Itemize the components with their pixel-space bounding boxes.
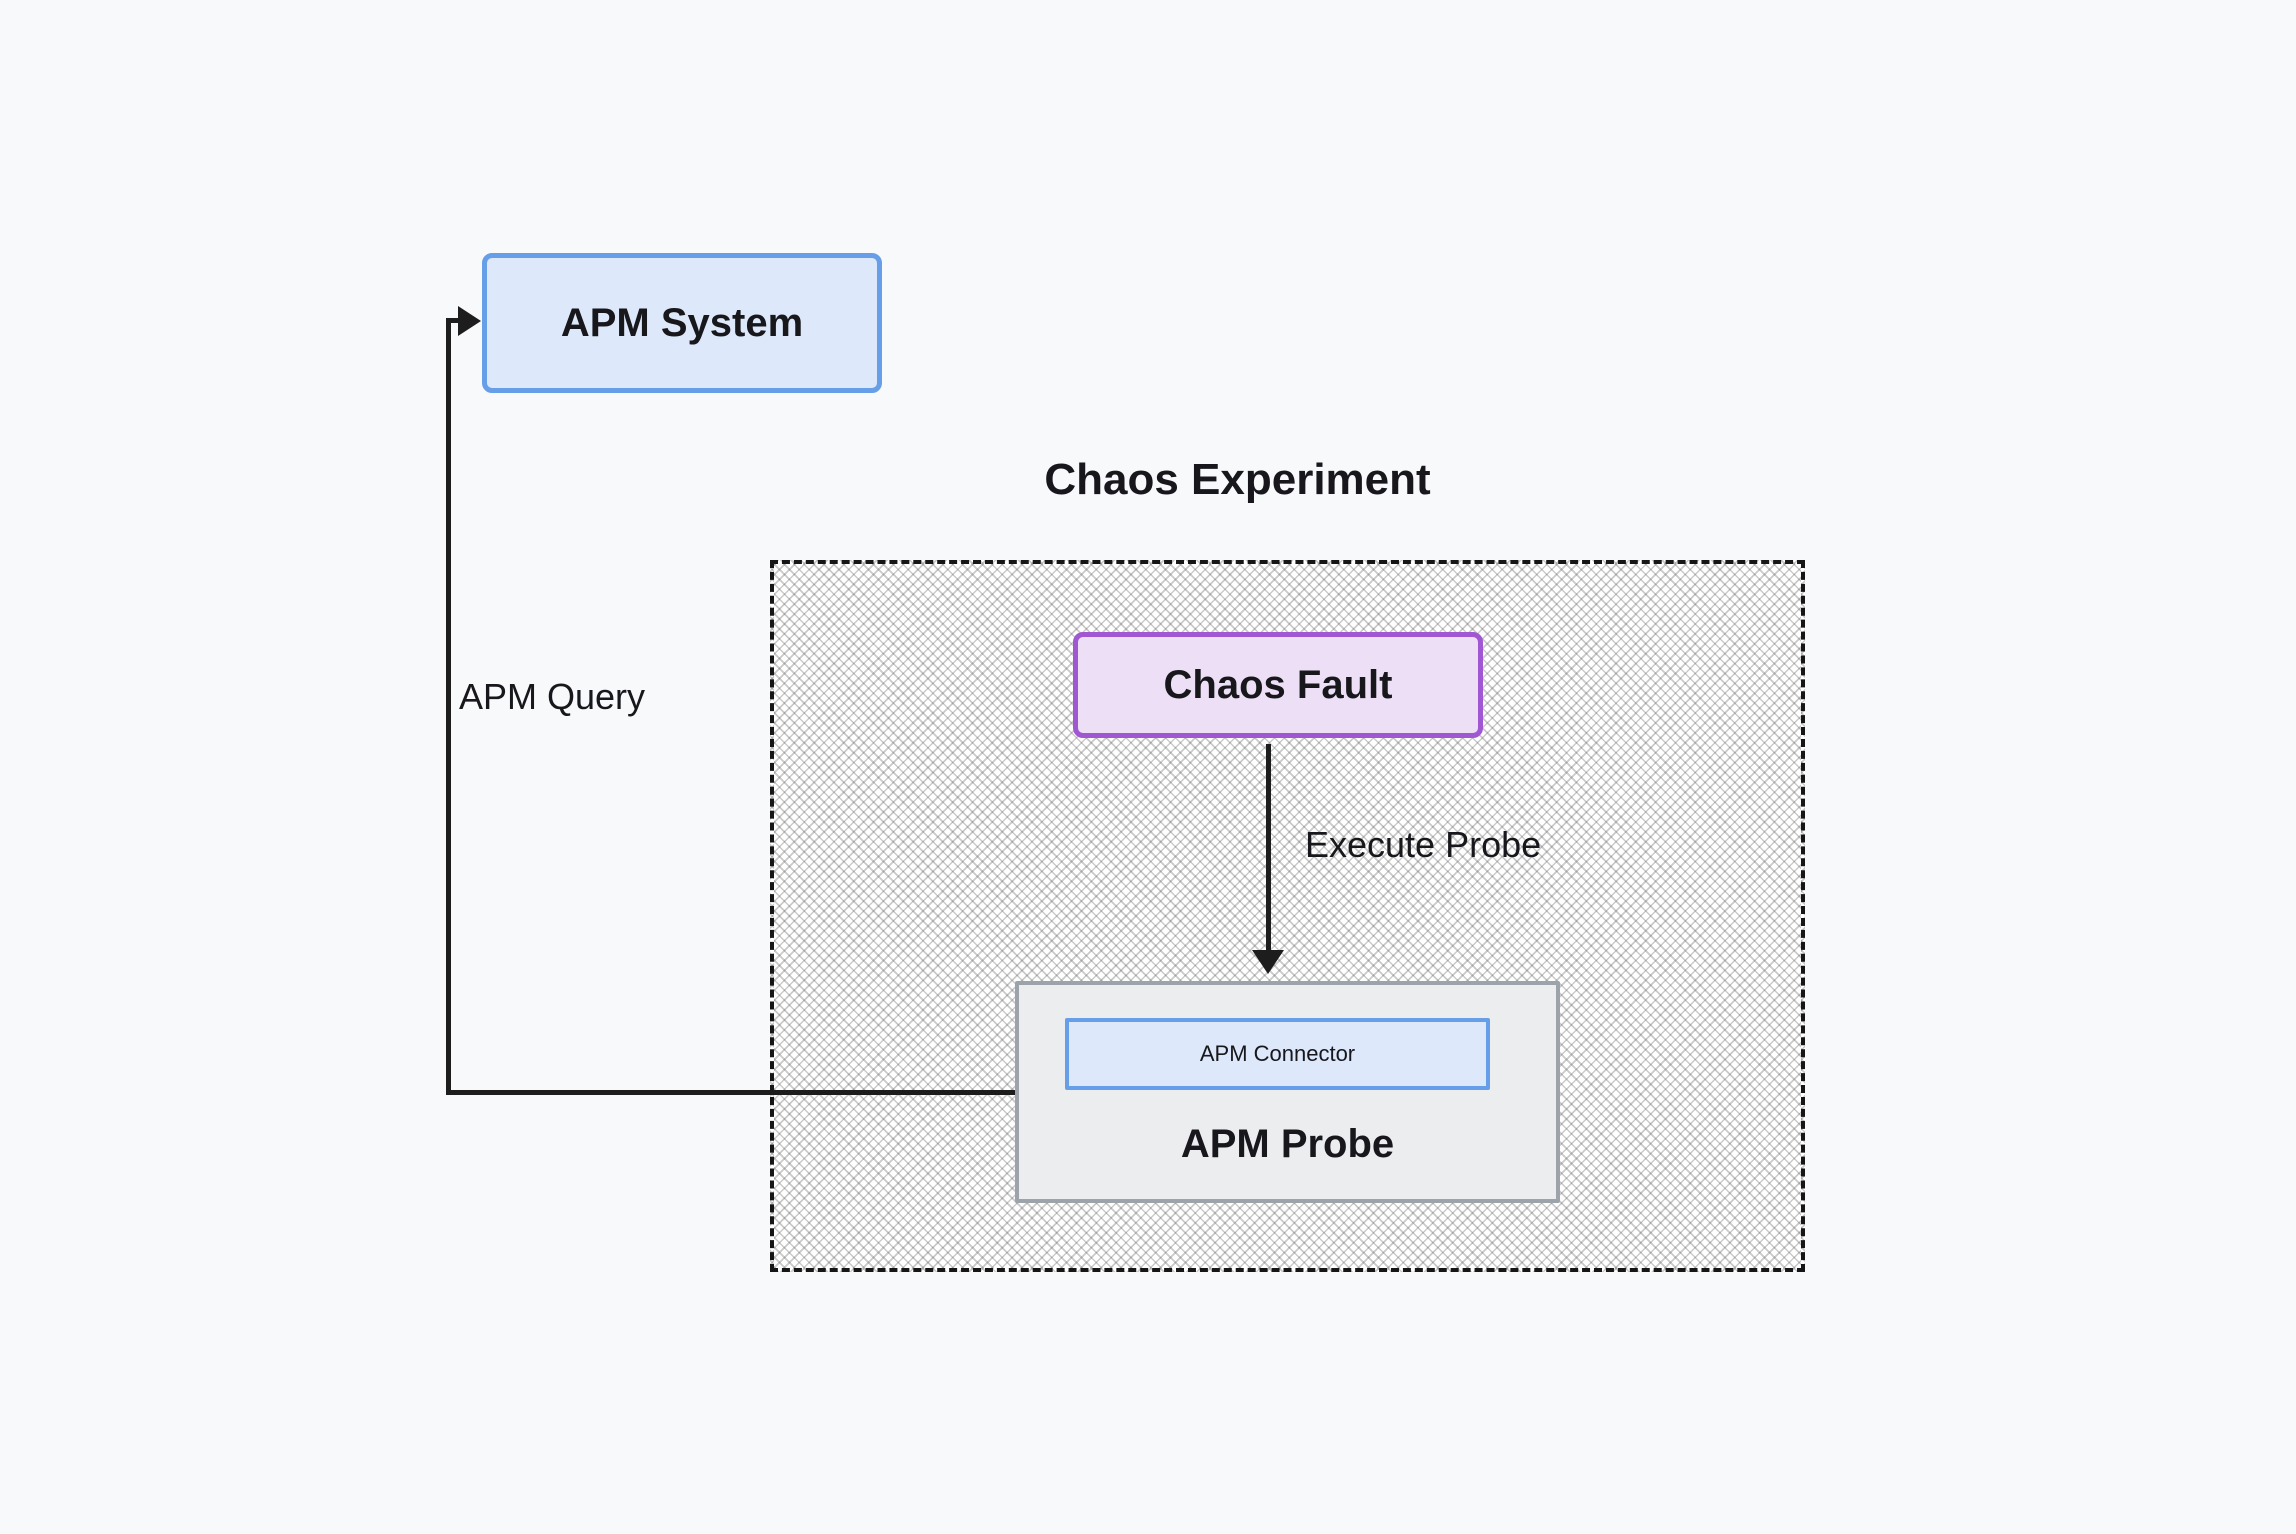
node-apm-probe xyxy=(1015,981,1560,1203)
node-apm-connector: APM Connector xyxy=(1065,1018,1490,1090)
arrow-down-icon xyxy=(1252,950,1284,974)
group-title-chaos-experiment: Chaos Experiment xyxy=(1044,455,1431,504)
edge-label-execute-probe: Execute Probe xyxy=(1305,824,1542,865)
edge-label-apm-query: APM Query xyxy=(459,676,646,717)
node-chaos-fault: Chaos Fault xyxy=(1073,632,1483,738)
edge-execute-probe-line xyxy=(1266,744,1271,956)
arrow-right-icon xyxy=(458,306,481,336)
node-apm-probe-label: APM Probe xyxy=(1180,1122,1395,1166)
node-apm-connector-label: APM Connector xyxy=(1199,1041,1356,1066)
node-apm-system: APM System xyxy=(482,253,882,393)
node-chaos-fault-label: Chaos Fault xyxy=(1163,662,1393,707)
edge-apm-query-segment-vertical xyxy=(446,318,451,1095)
node-apm-system-label: APM System xyxy=(560,300,804,345)
edge-apm-query-segment-bottom xyxy=(446,1090,1016,1095)
